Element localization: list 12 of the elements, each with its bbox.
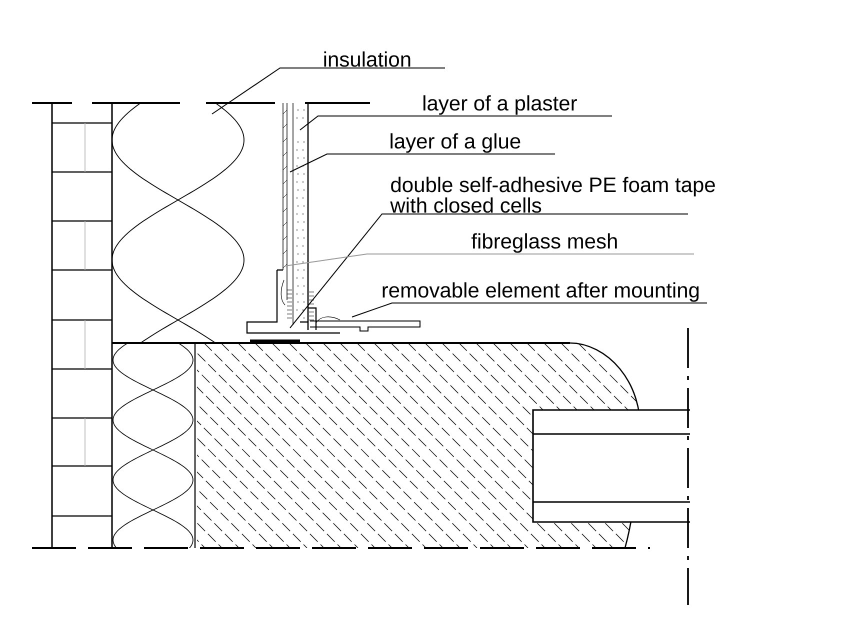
leader-line: [352, 302, 708, 318]
callout-label: double self-adhesive PE foam tape with closed cells: [390, 176, 715, 213]
leader-line: [212, 68, 446, 114]
callout-label: insulation: [324, 51, 410, 67]
leader-line: [290, 214, 688, 328]
callout-label: fibreglass mesh: [471, 233, 617, 253]
leader-line: [300, 116, 612, 130]
leader-line: [284, 254, 694, 266]
callout-label: layer of a plaster: [424, 95, 577, 115]
callout-label: removable element after mounting: [382, 282, 699, 302]
leader-line: [290, 154, 556, 172]
callout-label: layer of a glue: [390, 133, 520, 153]
